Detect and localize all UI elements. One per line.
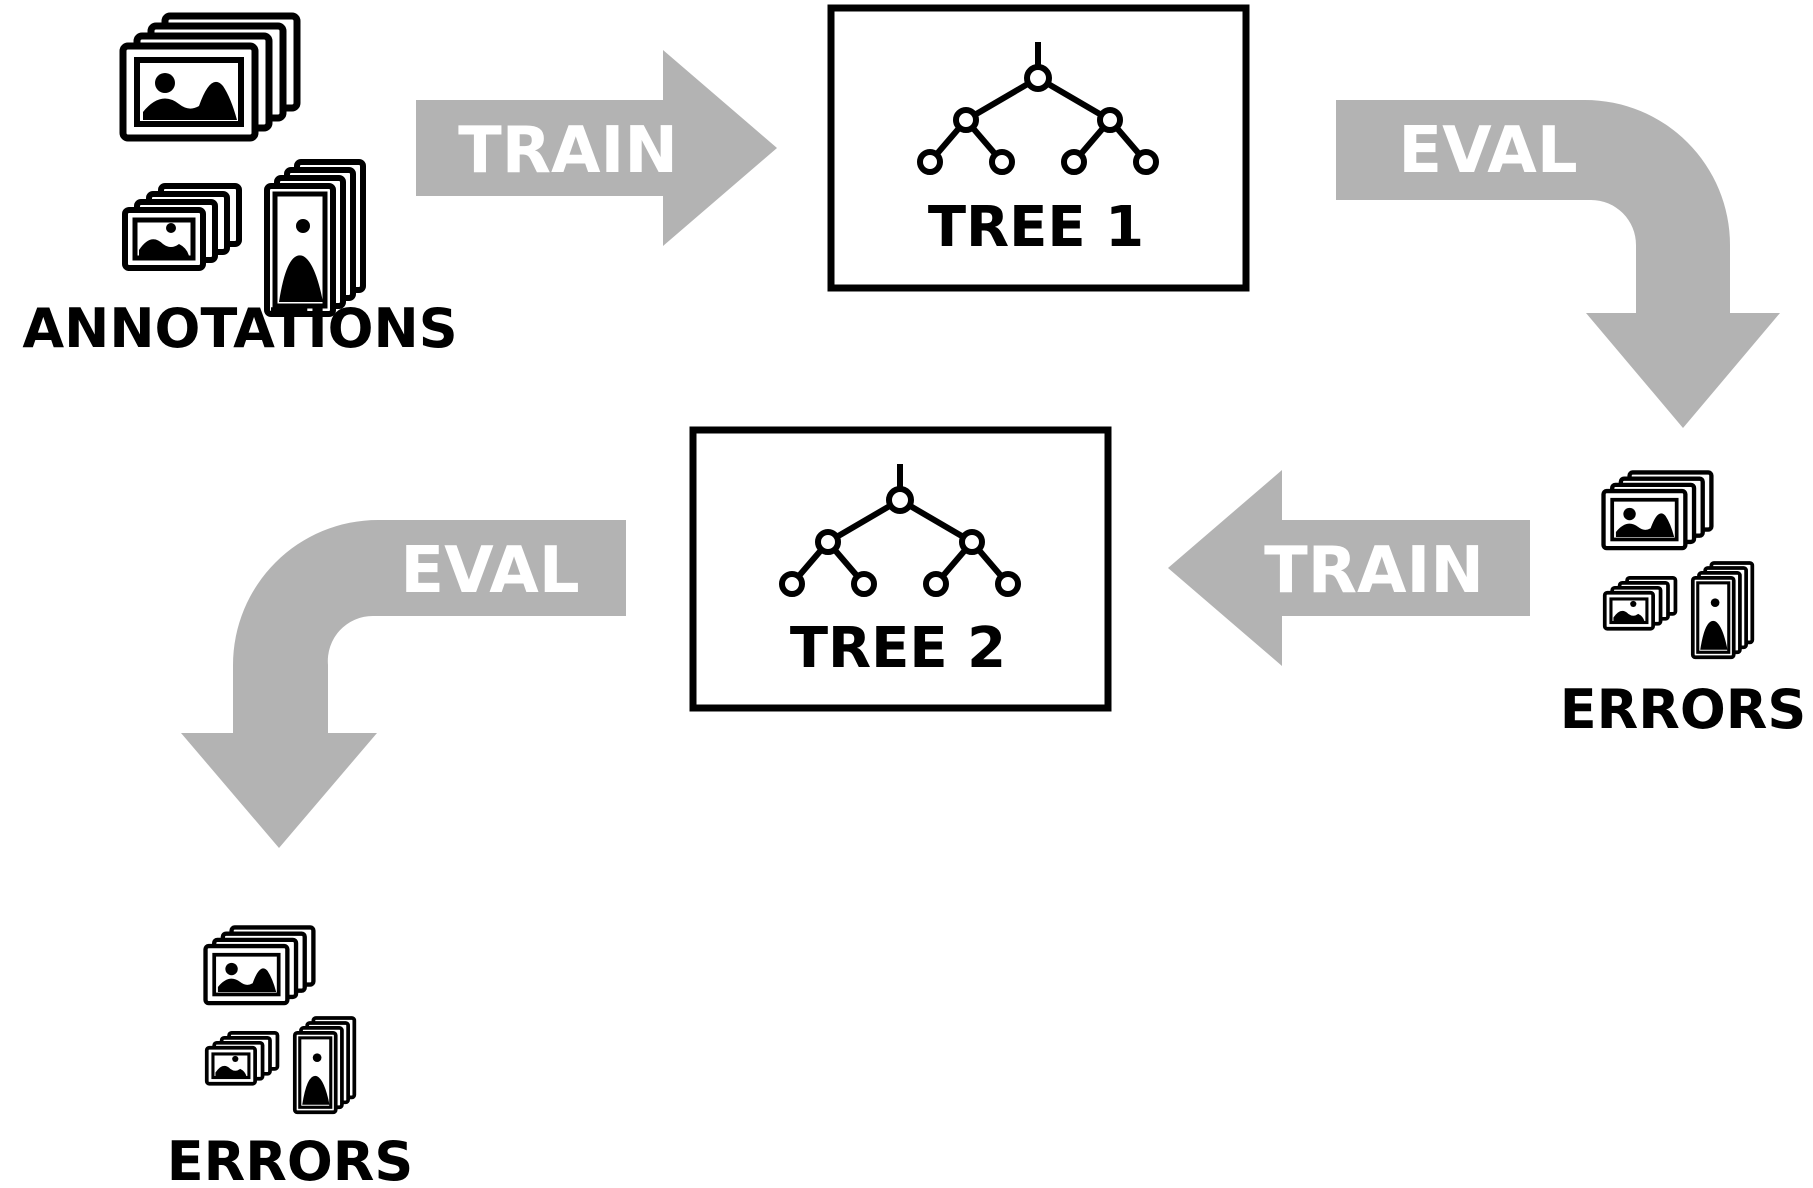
image-stack-icon: [206, 927, 355, 1112]
image-stack-icon: [1604, 472, 1753, 657]
tree2-node: TREE 2: [689, 426, 1112, 712]
eval-label-1: EVAL: [1398, 114, 1577, 188]
train-label-2: TRAIN: [1264, 534, 1484, 608]
annotations-label: ANNOTATIONS: [22, 297, 457, 360]
eval-arrow-2: EVAL: [181, 520, 626, 848]
train-arrow-1: TRAIN: [416, 50, 777, 246]
errors1-node: ERRORS: [1560, 472, 1806, 741]
eval-arrow-1: EVAL: [1336, 100, 1780, 428]
errors1-label: ERRORS: [1560, 678, 1806, 741]
tree1-label: TREE 1: [928, 195, 1144, 260]
errors2-node: ERRORS: [167, 927, 413, 1188]
errors2-label: ERRORS: [167, 1130, 413, 1183]
image-stack-icon: [123, 16, 363, 314]
train-arrow-2: TRAIN: [1168, 470, 1530, 666]
train-label-1: TRAIN: [458, 114, 678, 188]
eval-label-2: EVAL: [400, 534, 579, 608]
annotations-node: ANNOTATIONS: [22, 16, 458, 360]
tree1-node: TREE 1: [827, 4, 1250, 292]
tree2-label: TREE 2: [790, 616, 1006, 681]
